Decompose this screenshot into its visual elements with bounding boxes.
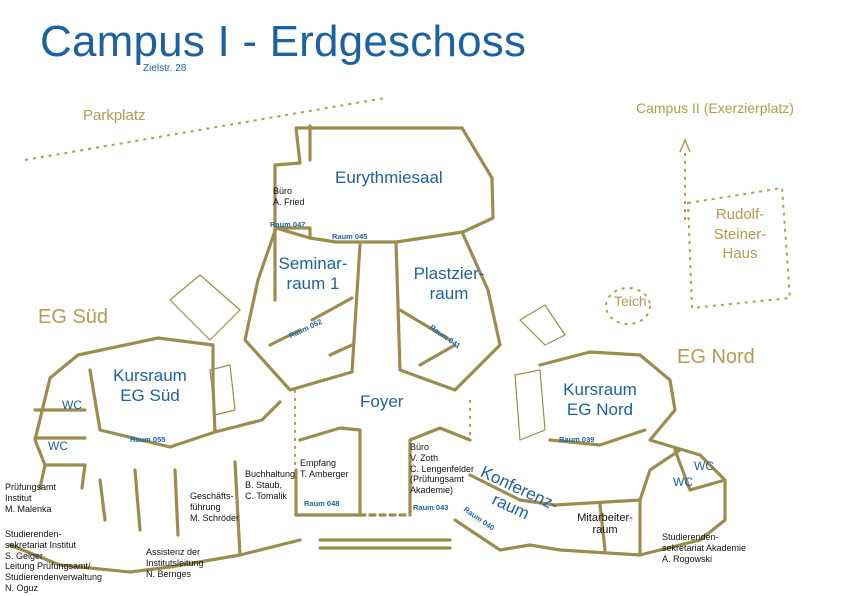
room-number-043: Raum 043: [413, 503, 449, 512]
rudolf-steiner-haus-label: Rudolf-Steiner-Haus: [713, 206, 767, 262]
room-number-048: Raum 048: [304, 499, 340, 508]
left-wing-outline: [48, 336, 282, 434]
address-label: Zielstr. 28: [143, 63, 187, 74]
wc-label-1: WC: [62, 398, 82, 412]
room-mitarbeiterraum: Mitarbeiter-raum: [577, 512, 633, 537]
room-number-047: Raum 047: [270, 220, 306, 229]
pond-label: Teich: [614, 293, 647, 309]
room-number-055: Raum 055: [130, 435, 166, 444]
seminarraum-outline: [243, 226, 362, 392]
room-eurythmiesaal: Eurythmiesaal: [335, 168, 443, 187]
page-title: Campus I - Erdgeschoss: [40, 17, 527, 66]
area-north-label: EG Nord: [677, 346, 755, 368]
parking-label: Parkplatz: [83, 107, 146, 124]
room-plastizierraum: Plastzier-raum: [413, 264, 485, 303]
room-seminarraum: Seminar-raum 1: [278, 254, 348, 293]
wc-label-2: WC: [48, 439, 68, 453]
room-number-045: Raum 045: [332, 232, 368, 241]
wc-label-4: WC: [673, 475, 693, 489]
eurythmiesaal-outline: [273, 126, 495, 302]
wc-label-3: WC: [694, 459, 714, 473]
plastizierraum-outline: [394, 230, 502, 392]
area-south-label: EG Süd: [38, 306, 109, 328]
campus2-label: Campus II (Exerzierplatz): [636, 100, 794, 116]
room-number-039: Raum 039: [559, 435, 595, 444]
room-foyer: Foyer: [360, 392, 404, 411]
